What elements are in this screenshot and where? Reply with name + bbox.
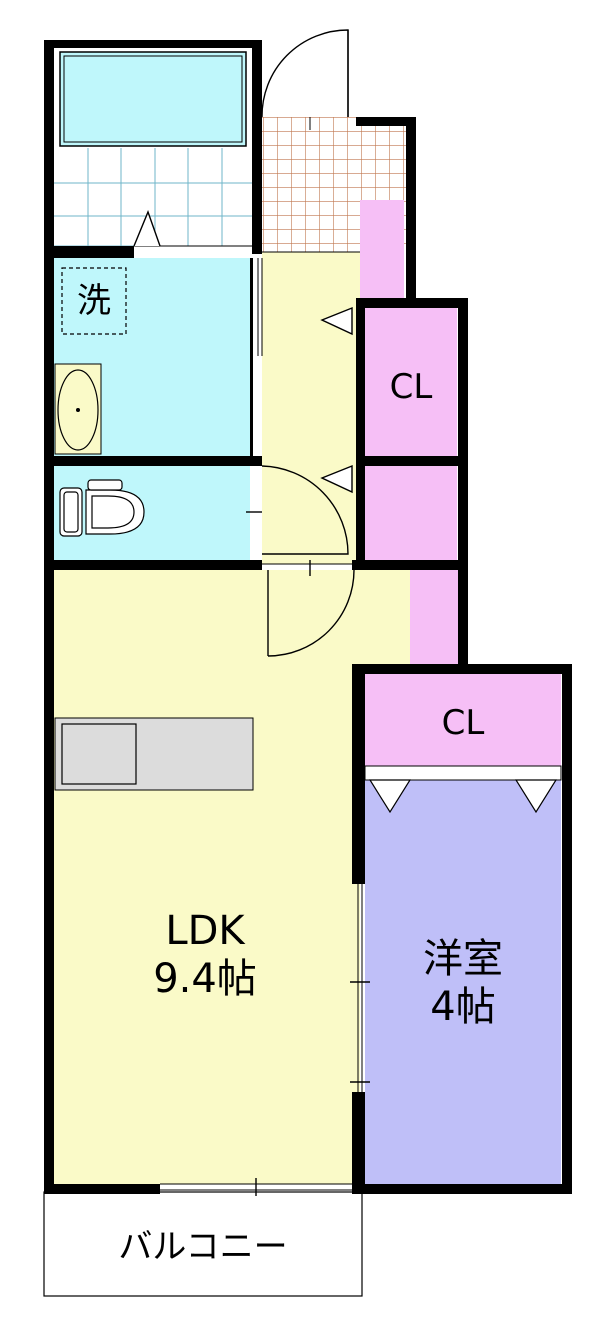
bathtub [59, 51, 247, 147]
western-room-size: 4帖 [430, 984, 495, 1030]
ldk-floor [54, 570, 360, 1184]
toilet-room-floor [54, 466, 250, 560]
kitchen-sink [61, 723, 137, 785]
closet-lower-floor [365, 674, 561, 766]
western-room-floor [365, 766, 561, 1184]
ldk-size: 9.4帖 [153, 956, 257, 1002]
closet-door-right [514, 779, 558, 814]
western-room-name: 洋室 [423, 936, 503, 982]
washing-machine-space [61, 267, 127, 335]
doors [133, 29, 370, 1196]
corridor-floor [262, 252, 360, 564]
ldk-name: LDK [165, 908, 246, 954]
ldk-floor-upper-right [360, 570, 410, 664]
shoe-cabinet [360, 200, 404, 300]
balcony-floor [43, 1191, 363, 1297]
toilet-icon [59, 479, 145, 537]
closet-upper-floor [365, 308, 457, 458]
walls [44, 40, 572, 1194]
closet-lower-label: CL [442, 703, 485, 743]
washroom-label: 洗 [77, 281, 111, 321]
closet-door-left [368, 779, 412, 814]
closet-upper-label: CL [390, 367, 433, 407]
balcony-label: バルコニー [118, 1227, 287, 1267]
storage-mid-floor [365, 466, 457, 564]
storage-strip [410, 570, 458, 664]
